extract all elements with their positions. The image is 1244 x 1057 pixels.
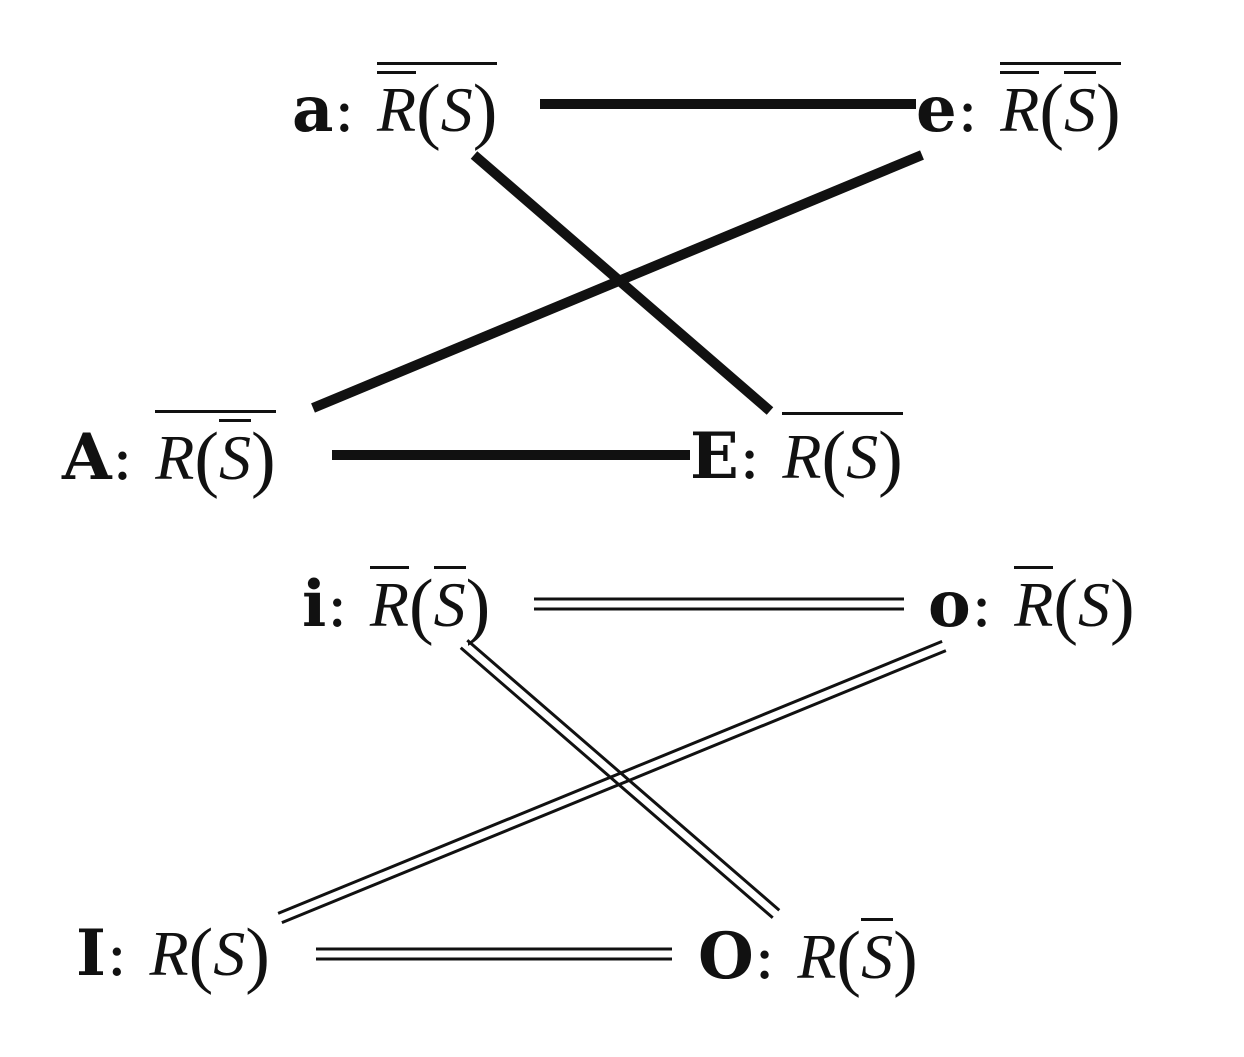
edge-double-i-O-line1 — [459, 646, 774, 919]
R-symbol-negated: R — [1000, 71, 1040, 142]
node-letter: O — [698, 919, 754, 994]
node-colon: : — [105, 917, 128, 991]
node-e: e: R(S) — [916, 62, 1121, 148]
node-letter: o — [928, 567, 971, 642]
S-symbol-negated: S — [218, 419, 251, 490]
paren-open: ( — [188, 914, 214, 996]
node-colon: : — [753, 920, 776, 994]
paren-close: ) — [893, 917, 918, 999]
node-colon: : — [326, 568, 348, 642]
paren-close: ) — [250, 418, 276, 500]
R-symbol: R — [155, 422, 195, 493]
node-formula: R(S) — [150, 918, 270, 992]
R-symbol-negated: R — [369, 566, 409, 637]
paren-close: ) — [245, 914, 270, 996]
node-I: I: R(S) — [76, 918, 270, 992]
R-symbol: R — [149, 918, 189, 989]
node-a: a: R(S) — [292, 62, 498, 148]
node-o: o: R(S) — [928, 566, 1135, 643]
node-letter: e — [916, 72, 957, 147]
R-symbol: R — [797, 921, 837, 992]
node-A: A: R(S) — [62, 410, 276, 496]
paren-close: ) — [472, 70, 498, 152]
node-colon: : — [970, 568, 993, 642]
node-formula: R(S) — [377, 62, 498, 148]
S-symbol: S — [1078, 569, 1110, 640]
node-formula: R(S) — [782, 412, 903, 495]
R-symbol-negated: R — [1014, 566, 1054, 637]
R-symbol: R — [782, 421, 822, 492]
S-symbol-negated: S — [1064, 71, 1097, 142]
paren-open: ( — [821, 417, 847, 499]
paren-close: ) — [465, 565, 491, 647]
node-colon: : — [333, 73, 356, 147]
node-letter: E — [690, 419, 739, 494]
node-colon: : — [111, 421, 134, 495]
S-symbol-negated: S — [861, 918, 894, 989]
edge-double-o-I-line1 — [277, 639, 943, 915]
node-letter: a — [292, 72, 334, 147]
node-i: i: R(S) — [302, 566, 490, 643]
node-formula: R(S) — [797, 918, 918, 995]
S-symbol: S — [846, 421, 879, 492]
paren-close: ) — [1110, 565, 1135, 647]
S-symbol: S — [213, 918, 246, 989]
edge-double-o-I-line2 — [281, 649, 947, 925]
node-E: E: R(S) — [690, 412, 903, 495]
node-letter: I — [76, 916, 106, 991]
paren-open: ( — [836, 917, 862, 999]
R-symbol-negated: R — [377, 71, 417, 142]
edge-double-i-O-line2 — [466, 639, 781, 912]
paren-open: ( — [1039, 70, 1065, 152]
node-letter: A — [62, 420, 112, 495]
paren-open: ( — [416, 70, 441, 152]
node-formula: R(S) — [155, 410, 276, 496]
S-symbol-negated: S — [433, 566, 466, 637]
edge-thick-e-A — [311, 150, 924, 413]
node-colon: : — [738, 420, 761, 494]
node-formula: R(S) — [369, 566, 490, 643]
paren-open: ( — [1053, 565, 1078, 647]
node-colon: : — [956, 73, 979, 147]
node-formula: R(S) — [1014, 566, 1135, 643]
node-letter: i — [302, 567, 327, 642]
paren-open: ( — [408, 565, 434, 647]
paren-close: ) — [1096, 70, 1121, 152]
node-formula: R(S) — [1000, 62, 1121, 148]
node-O: O: R(S) — [698, 918, 918, 995]
paren-close: ) — [878, 417, 903, 499]
S-symbol: S — [440, 74, 473, 145]
paren-open: ( — [194, 418, 219, 500]
